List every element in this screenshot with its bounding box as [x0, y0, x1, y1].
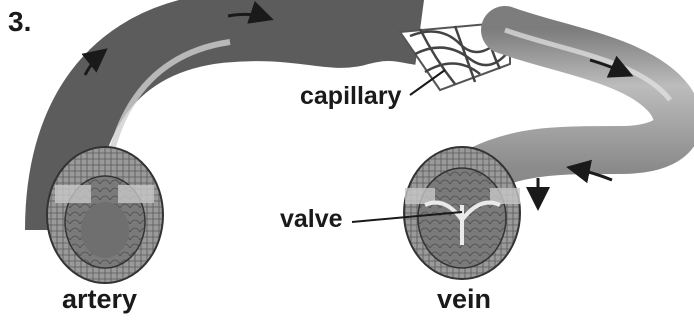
valve-label: valve [280, 205, 343, 234]
capillary-label: capillary [300, 82, 401, 111]
artery-cross-section [47, 147, 163, 283]
figure-number: 3. [8, 6, 31, 38]
vein-label: vein [437, 284, 491, 315]
artery-label: artery [62, 284, 137, 315]
